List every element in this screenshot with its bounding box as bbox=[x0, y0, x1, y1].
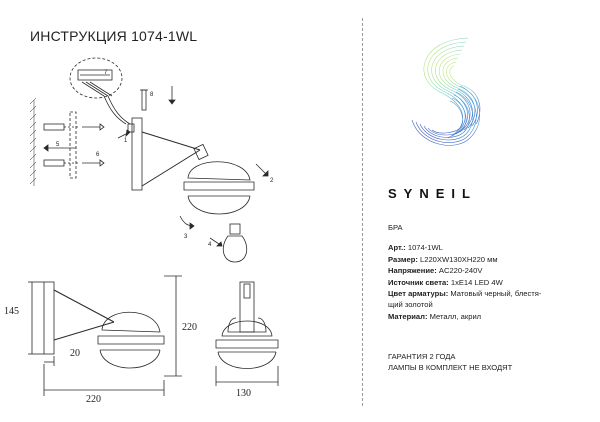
warranty-note: ГАРАНТИЯ 2 ГОДА bbox=[388, 352, 456, 361]
assembly-diagram bbox=[29, 57, 269, 263]
step-8-label: 8 bbox=[150, 92, 154, 98]
spec-row: Арт.: 1074-1WL bbox=[388, 242, 588, 253]
dim-height-total: 220 bbox=[182, 322, 197, 333]
spec-label: Цвет арматуры: bbox=[388, 289, 449, 299]
notes-block: ГАРАНТИЯ 2 ГОДА ЛАМПЫ В КОМПЛЕКТ НЕ ВХОД… bbox=[388, 351, 588, 374]
mount-plate-outline bbox=[69, 111, 77, 179]
step-labels: 1 2 3 4 5 6 7 8 bbox=[56, 70, 274, 248]
bulb-icon bbox=[222, 223, 248, 263]
page-title: ИНСТРУКЦИЯ 1074-1WL bbox=[30, 28, 198, 44]
step-4-label: 4 bbox=[208, 242, 212, 248]
dim-height-wall: 145 bbox=[4, 306, 19, 317]
spec-value: щий золотой bbox=[388, 300, 433, 310]
dimension-labels: 145 220 20 220 130 bbox=[4, 306, 251, 405]
step-6-label: 6 bbox=[96, 152, 100, 158]
spec-value: AC220-240V bbox=[438, 266, 483, 276]
spec-row: Материал: Металл, акрил bbox=[388, 311, 588, 322]
brand-logo-icon bbox=[411, 37, 481, 146]
spec-label: Размер: bbox=[388, 254, 418, 264]
step-1-label: 1 bbox=[124, 138, 128, 144]
wall-dowel-top bbox=[43, 123, 105, 131]
wall-dowel-bottom bbox=[43, 159, 105, 167]
spec-row: Напряжение: AC220-240V bbox=[388, 265, 588, 276]
connector-detail bbox=[69, 57, 123, 99]
step-7-label: 7 bbox=[104, 70, 108, 76]
spec-value: 1074-1WL bbox=[407, 243, 443, 253]
front-view-diagram bbox=[215, 281, 279, 386]
spec-value: 1xE14 LED 4W bbox=[450, 277, 503, 287]
spec-label: Материал: bbox=[388, 311, 428, 321]
spec-value: Металл, акрил bbox=[429, 311, 482, 321]
spec-value: Матовый черный, блестя- bbox=[450, 289, 542, 299]
brand-name: SYNEIL bbox=[388, 186, 477, 201]
page-divider bbox=[362, 18, 363, 406]
step-5-label: 5 bbox=[56, 142, 60, 148]
screw-top-icon bbox=[140, 89, 148, 111]
side-view-diagram bbox=[28, 275, 182, 396]
dim-depth-plate: 20 bbox=[70, 348, 80, 359]
spec-row-continued: щий золотой bbox=[388, 299, 588, 310]
spec-label: Источник света: bbox=[388, 277, 449, 287]
spec-label: Напряжение: bbox=[388, 266, 437, 276]
spec-row: Размер: L220XW130XH220 мм bbox=[388, 254, 588, 265]
dim-width: 130 bbox=[236, 388, 251, 399]
wall-hatch bbox=[29, 97, 37, 186]
spec-block: БРА Арт.: 1074-1WL Размер: L220XW130XH22… bbox=[388, 222, 588, 322]
spec-row: Цвет арматуры: Матовый черный, блестя- bbox=[388, 288, 588, 299]
lamps-note: ЛАМПЫ В КОМПЛЕКТ НЕ ВХОДЯТ bbox=[388, 363, 513, 373]
step-2-label: 2 bbox=[270, 178, 274, 184]
spec-value: L220XW130XH220 мм bbox=[420, 254, 498, 264]
spec-label: Арт.: bbox=[388, 243, 406, 253]
dim-length: 220 bbox=[86, 394, 101, 405]
step-3-label: 3 bbox=[184, 234, 188, 240]
product-category: БРА bbox=[388, 223, 403, 232]
shade-upper bbox=[183, 161, 255, 215]
wall-plate bbox=[131, 117, 143, 191]
spec-row: Источник света: 1xE14 LED 4W bbox=[388, 277, 588, 288]
